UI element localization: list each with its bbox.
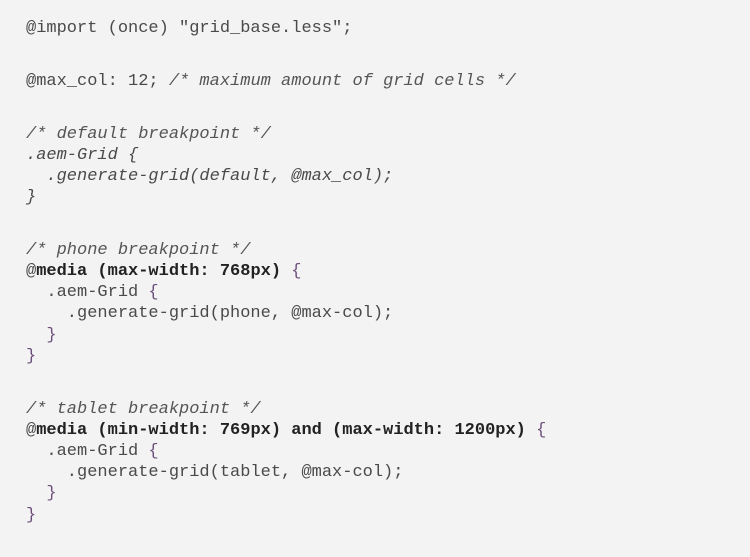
code-token: media (max-width: 768px) [36,262,282,282]
code-block: @import (once) "grid_base.less"; [26,18,546,39]
code-comment: /* maximum amount of grid cells */ [168,71,516,91]
code-token: .generate-grid(phone, @max-col); [26,304,394,324]
code-block: /* default breakpoint */.aem-Grid { .gen… [26,124,546,209]
code-token: { [525,420,547,440]
code-token: media (min-width: 769px) and (max-width:… [36,420,526,440]
code-token: .generate-grid(tablet, @max-col); [26,463,404,483]
code-token: { [148,283,159,303]
code-line: @max_col: 12; /* maximum amount of grid … [26,71,546,92]
code-line: /* phone breakpoint */ [26,240,546,261]
code-comment: /* tablet breakpoint */ [26,399,261,419]
code-token: } [26,484,57,504]
code-line: .aem-Grid { [26,145,546,166]
code-token: @ [26,420,37,440]
code-comment: /* phone breakpoint */ [26,240,251,260]
code-line: .aem-Grid { [26,441,546,462]
code-line: @import (once) "grid_base.less"; [26,18,546,39]
code-token: @max_col: 12; [26,71,169,91]
code-token: @import (once) "grid_base.less"; [26,19,353,38]
code-line: .generate-grid(tablet, @max-col); [26,462,546,483]
code-token: .aem-Grid [26,283,149,303]
code-line: .generate-grid(phone, @max-col); [26,303,546,324]
code-line: .generate-grid(default, @max_col); [26,166,546,187]
code-line: .aem-Grid { [26,282,546,303]
code-block: @max_col: 12; /* maximum amount of grid … [26,71,546,92]
code-line: } [26,325,546,346]
code-token: { [148,442,159,461]
code-token: { [281,262,302,282]
code-snippet: @import (once) "grid_base.less"; @max_col… [26,18,546,557]
code-block: /* phone breakpoint */@media (max-width:… [26,240,546,367]
code-line: @media (min-width: 769px) and (max-width… [26,420,546,441]
code-line: } [26,483,546,504]
code-token: } [26,346,37,366]
code-line: } [26,505,546,526]
code-block: /* tablet breakpoint */@media (min-width… [26,399,546,526]
code-comment: /* default breakpoint */ [26,124,271,144]
code-token: .aem-Grid [26,442,149,461]
code-token: } [26,505,37,525]
code-line: } [26,187,546,208]
code-token: } [26,325,57,345]
code-token: .generate-grid(default, @max_col); [26,166,394,186]
code-token: } [26,188,37,208]
code-line: /* default breakpoint */ [26,124,546,145]
code-line: /* tablet breakpoint */ [26,399,546,420]
code-line: @media (max-width: 768px) { [26,261,546,282]
code-token: .aem-Grid { [26,145,139,165]
code-token: @ [26,262,37,282]
code-line: } [26,346,546,367]
